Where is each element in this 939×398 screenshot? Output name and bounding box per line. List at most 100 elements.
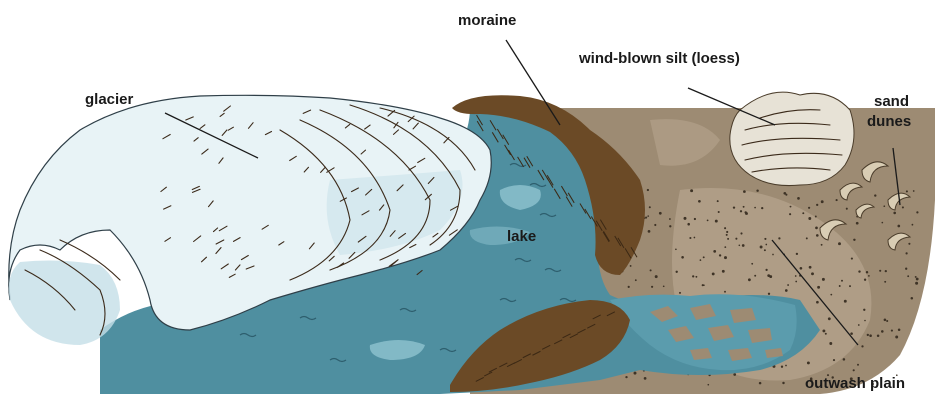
stipple-dot [694,237,696,239]
glacier-label: glacier [85,91,134,108]
stipple-dot [781,366,783,368]
stipple-dot [765,244,767,246]
stipple-dot [628,286,630,288]
stipple-dot [864,279,866,281]
stipple-dot [754,207,756,209]
stipple-dot [754,275,756,277]
stipple-dot [881,330,884,333]
stipple-dot [698,200,701,203]
stipple-dot [694,218,696,220]
loess-deposit [730,92,854,185]
stipple-dot [644,377,647,380]
stipple-dot [675,248,677,250]
stipple-dot [707,220,709,222]
stipple-dot [913,190,915,192]
lake-label: lake [507,228,536,245]
stipple-dot [916,278,919,281]
stipple-dot [768,293,770,295]
stipple-dot [718,211,720,213]
stipple-dot [869,334,872,337]
stipple-dot [821,200,824,203]
stipple-dot [846,208,848,210]
stipple-dot [783,192,786,195]
stipple-dot [625,376,627,378]
stipple-dot [684,217,687,220]
stipple-dot [782,382,784,384]
stipple-dot [807,361,810,364]
stipple-dot [726,234,728,236]
stipple-dot [635,279,637,281]
stipple-dot [907,275,909,277]
stipple-dot [874,194,876,196]
stipple-dot [724,227,726,229]
stipple-dot [884,281,886,283]
stipple-dot [735,238,737,240]
stipple-dot [829,342,832,345]
stipple-dot [655,275,658,278]
stipple-dot [916,211,918,213]
stipple-dot [756,189,758,191]
stipple-dot [808,207,810,209]
moraine-label: moraine [458,12,516,29]
stipple-dot [815,216,817,218]
stipple-dot [844,300,847,303]
stipple-dot [765,269,767,271]
stipple-dot [689,237,691,239]
stipple-dot [761,207,763,209]
stipple-dot [911,297,914,300]
stipple-dot [663,285,665,287]
stipple-dot [822,329,825,332]
stipple-dot [822,278,825,281]
stipple-dot [868,275,870,277]
stipple-dot [850,332,853,335]
stipple-dot [724,246,726,248]
stipple-dot [851,258,853,260]
stipple-dot [808,217,811,220]
stipple-dot [679,292,681,294]
stipple-dot [915,282,918,285]
stipple-dot [891,330,893,332]
stipple-dot [795,281,797,283]
stipple-dot [630,265,632,267]
stipple-dot [816,234,819,237]
stipple-dot [883,205,885,207]
stipple-dot [841,280,843,282]
stipple-dot [858,270,860,272]
stipple-dot [778,237,780,239]
stipple-dot [856,222,859,225]
stipple-dot [733,373,736,376]
stipple-dot [650,269,652,271]
loess-label: wind-blown silt (loess) [578,50,740,67]
stipple-dot [760,246,763,249]
stipple-dot [902,206,904,208]
stipple-dot [687,223,690,226]
stipple-dot [724,256,727,259]
stipple-dot [858,324,860,326]
stipple-dot [707,384,709,386]
stipple-dot [772,254,774,256]
stipple-dot [751,263,753,265]
stipple-dot [796,253,798,255]
stipple-dot [863,309,865,311]
stipple-dot [830,294,832,296]
stipple-dot [861,345,863,347]
stipple-dot [908,243,910,245]
stipple-dot [733,206,735,208]
stipple-dot [797,197,800,200]
stipple-dot [836,199,838,201]
stipple-dot [825,333,827,335]
stipple-dot [893,212,896,215]
outwash-plain-label: outwash plain [805,375,905,392]
stipple-dot [885,270,887,272]
sand-dunes-label-line1: sand [874,93,909,110]
stipple-dot [789,213,791,215]
stipple-dot [712,272,715,275]
stipple-dot [895,336,898,339]
stipple-dot [724,291,726,293]
stipple-dot [833,359,835,361]
stipple-dot [886,320,888,322]
stipple-dot [853,239,855,241]
stipple-dot [817,286,820,289]
stipple-dot [654,224,656,226]
